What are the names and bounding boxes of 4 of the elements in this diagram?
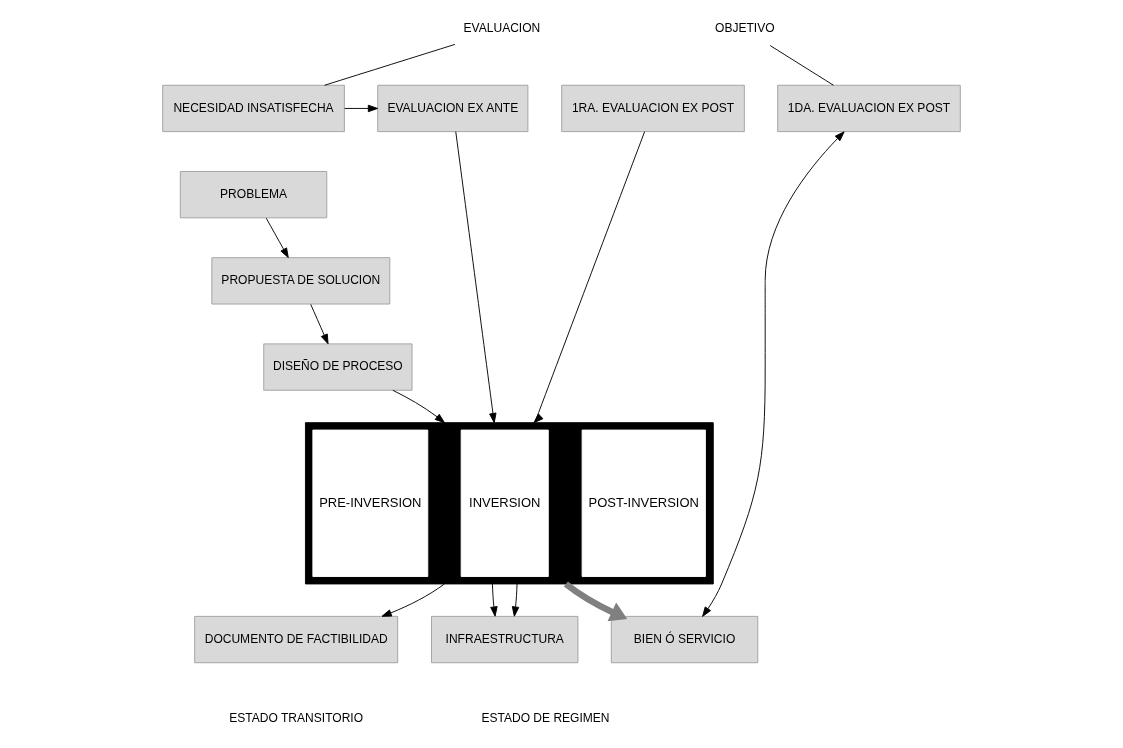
label: ESTADO TRANSITORIO: [229, 711, 364, 726]
node-text: EVALUACION: [463, 20, 541, 35]
label: ESTADO DE REGIMEN: [481, 711, 610, 726]
node-text: OBJETIVO: [715, 20, 775, 35]
